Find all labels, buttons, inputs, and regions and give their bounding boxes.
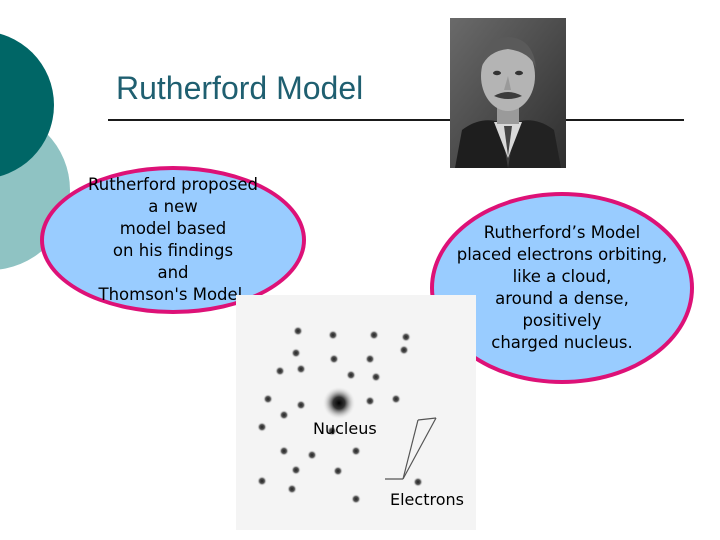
pointer-lines xyxy=(385,417,437,480)
nucleus-dot xyxy=(322,386,356,420)
callout-bubble-model: Rutherford’s Model placed electrons orbi… xyxy=(430,192,694,384)
rutherford-portrait xyxy=(450,18,566,168)
electrons-label: Electrons xyxy=(390,490,464,509)
callout-text-proposal: Rutherford proposed a new model based on… xyxy=(88,175,258,304)
atom-illustration xyxy=(236,295,476,530)
callout-text-model: Rutherford’s Model placed electrons orbi… xyxy=(456,223,668,352)
slide-title: Rutherford Model xyxy=(116,70,364,106)
title-divider xyxy=(108,119,684,121)
electron-dots xyxy=(257,326,423,504)
nucleus-label: Nucleus xyxy=(313,419,377,438)
callout-bubble-proposal: Rutherford proposed a new model based on… xyxy=(40,166,306,314)
